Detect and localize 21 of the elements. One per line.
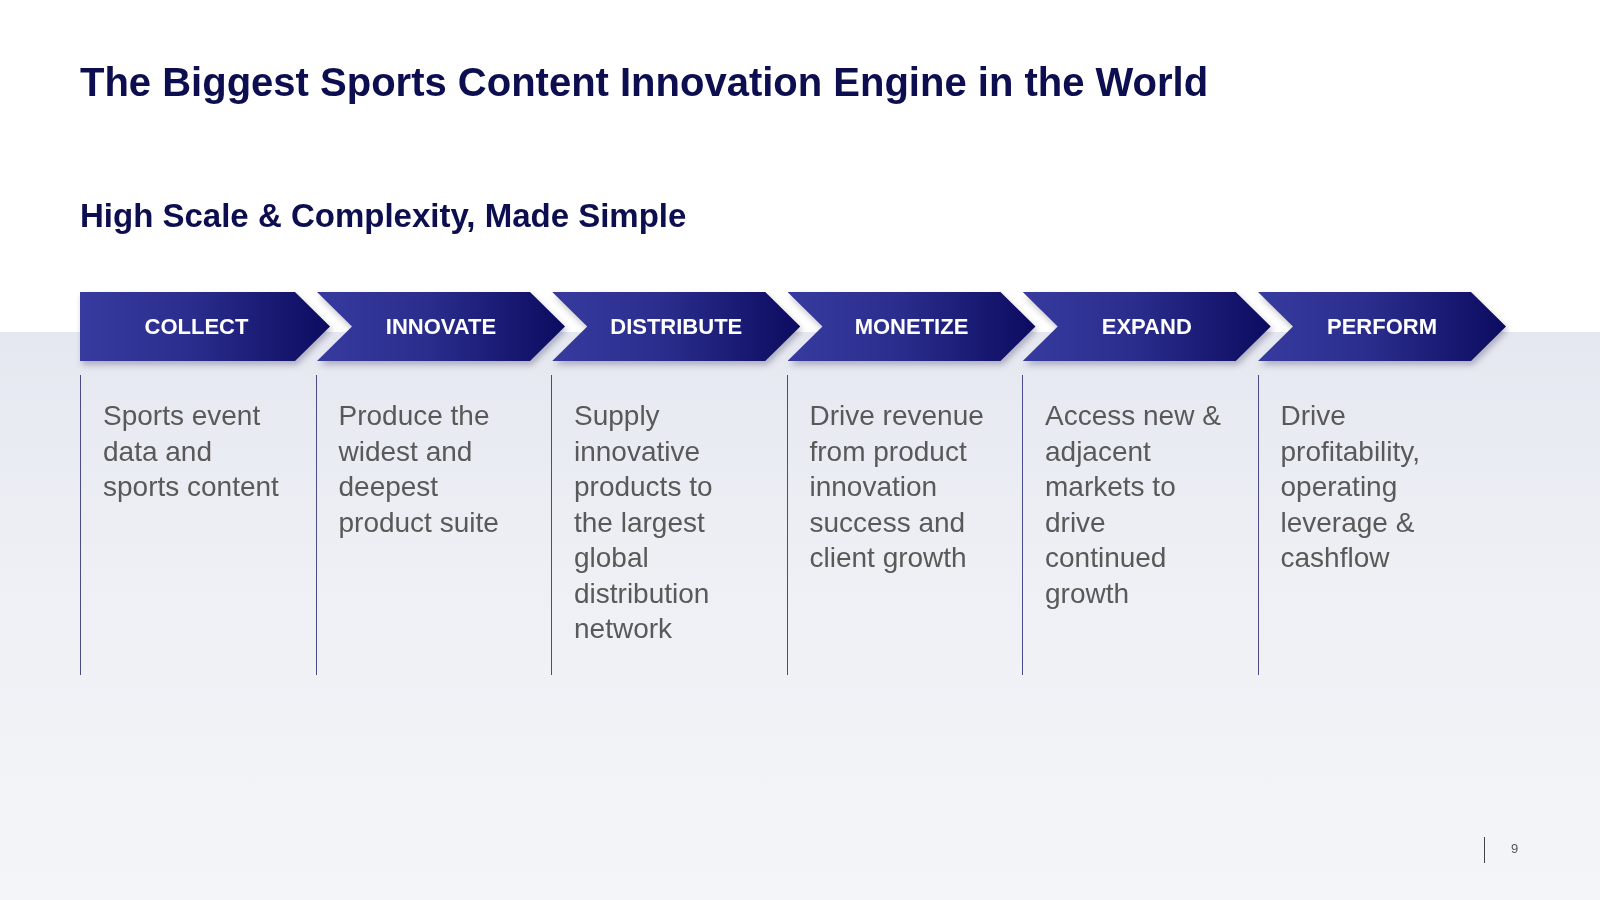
chevron-step [80, 292, 330, 361]
step-description: Access new & adjacent markets to drive continued growth [1045, 399, 1222, 611]
page-number: 9 [1511, 841, 1519, 857]
chevron-step [787, 292, 1036, 361]
step-label: INNOVATE [385, 313, 497, 340]
chevron-step [1258, 292, 1506, 361]
step-label: COLLECT [144, 313, 249, 340]
chevron-step [552, 292, 801, 361]
chevron-step [1022, 292, 1271, 361]
step-description: Sports event data and sports content [103, 399, 280, 504]
step-label: EXPAND [1101, 313, 1192, 340]
step-description: Drive profitability, operating leverage & cashflow [1280, 399, 1422, 575]
step-description: Supply innovative products to the largest global distribution network [574, 399, 714, 646]
step-label: DISTRIBUTE [610, 313, 743, 340]
step-description: Drive revenue from product innovation success and client growth [809, 399, 985, 575]
slide-subtitle: High Scale & Complexity, Made Simple [80, 196, 687, 236]
step-label: MONETIZE [854, 313, 969, 340]
step-label: PERFORM [1327, 313, 1437, 340]
chevron-step [317, 292, 565, 361]
step-description: Produce the widest and deepest product suite [338, 399, 500, 540]
slide-title: The Biggest Sports Content Innovation Engine in the World [80, 59, 1209, 106]
